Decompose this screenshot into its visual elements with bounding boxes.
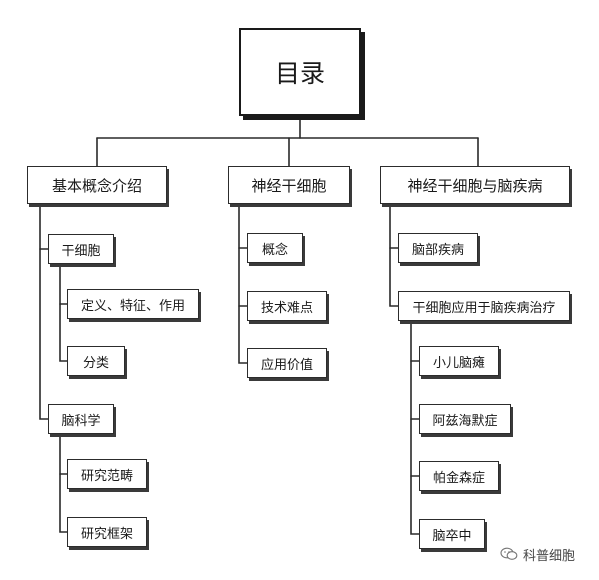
branch-label: 基本概念介绍 [51,176,142,195]
leaf-research-scope: 研究范畴 [67,459,147,489]
leaf-cerebral-palsy: 小儿脑瘫 [419,346,499,376]
node-technical-difficulties: 技术难点 [247,291,327,321]
connector-child-ganxibao-spine [59,263,68,362]
watermark: 科普细胞 [500,542,575,566]
connector-branch-1-spine [39,203,49,420]
watermark-text: 科普细胞 [523,548,576,564]
leaf-label: 定义、特征、作用 [80,298,185,314]
leaf-label: 研究框架 [80,526,133,542]
node-stem-cells: 干细胞 [48,234,114,264]
node-label: 脑科学 [61,413,101,429]
node-brain-science: 脑科学 [48,404,114,434]
leaf-classification: 分类 [67,346,125,376]
node-label: 干细胞应用于脑疾病治疗 [412,300,556,316]
node-label: 概念 [261,242,288,258]
node-treatment-application: 干细胞应用于脑疾病治疗 [398,291,570,321]
node-brain-diseases: 脑部疾病 [398,233,478,263]
connector-branch-2-spine [238,203,248,364]
connector-branch-3-spine [389,203,399,307]
connector-child-treatment-spine [410,320,420,535]
node-label: 应用价值 [260,357,313,373]
root-title-box: 目录 [239,28,361,116]
leaf-label: 阿兹海默症 [432,413,498,429]
node-application-value: 应用价值 [247,348,327,378]
wechat-icon [500,547,518,560]
branch-nsc-brain-disease: 神经干细胞与脑疾病 [380,166,570,204]
leaf-label: 分类 [82,355,109,371]
leaf-label: 小儿脑瘫 [432,355,485,371]
leaf-definition: 定义、特征、作用 [67,289,199,319]
node-concept: 概念 [247,233,303,263]
leaf-label: 帕金森症 [432,470,485,486]
leaf-label: 研究范畴 [80,468,133,484]
leaf-parkinsons: 帕金森症 [419,461,499,491]
node-label: 技术难点 [260,300,313,316]
branch-basic-concepts: 基本概念介绍 [27,166,167,204]
connector-child-naokexue-spine [59,433,68,533]
branch-label: 神经干细胞与脑疾病 [407,176,543,195]
leaf-research-framework: 研究框架 [67,517,147,547]
branch-neural-stem-cells: 神经干细胞 [228,166,350,204]
node-label: 脑部疾病 [411,242,464,258]
leaf-stroke: 脑卒中 [419,519,485,549]
root-title: 目录 [274,59,325,88]
node-label: 干细胞 [61,243,101,259]
leaf-alzheimers: 阿兹海默症 [419,404,511,434]
leaf-label: 脑卒中 [432,528,472,544]
branch-label: 神经干细胞 [251,176,327,195]
